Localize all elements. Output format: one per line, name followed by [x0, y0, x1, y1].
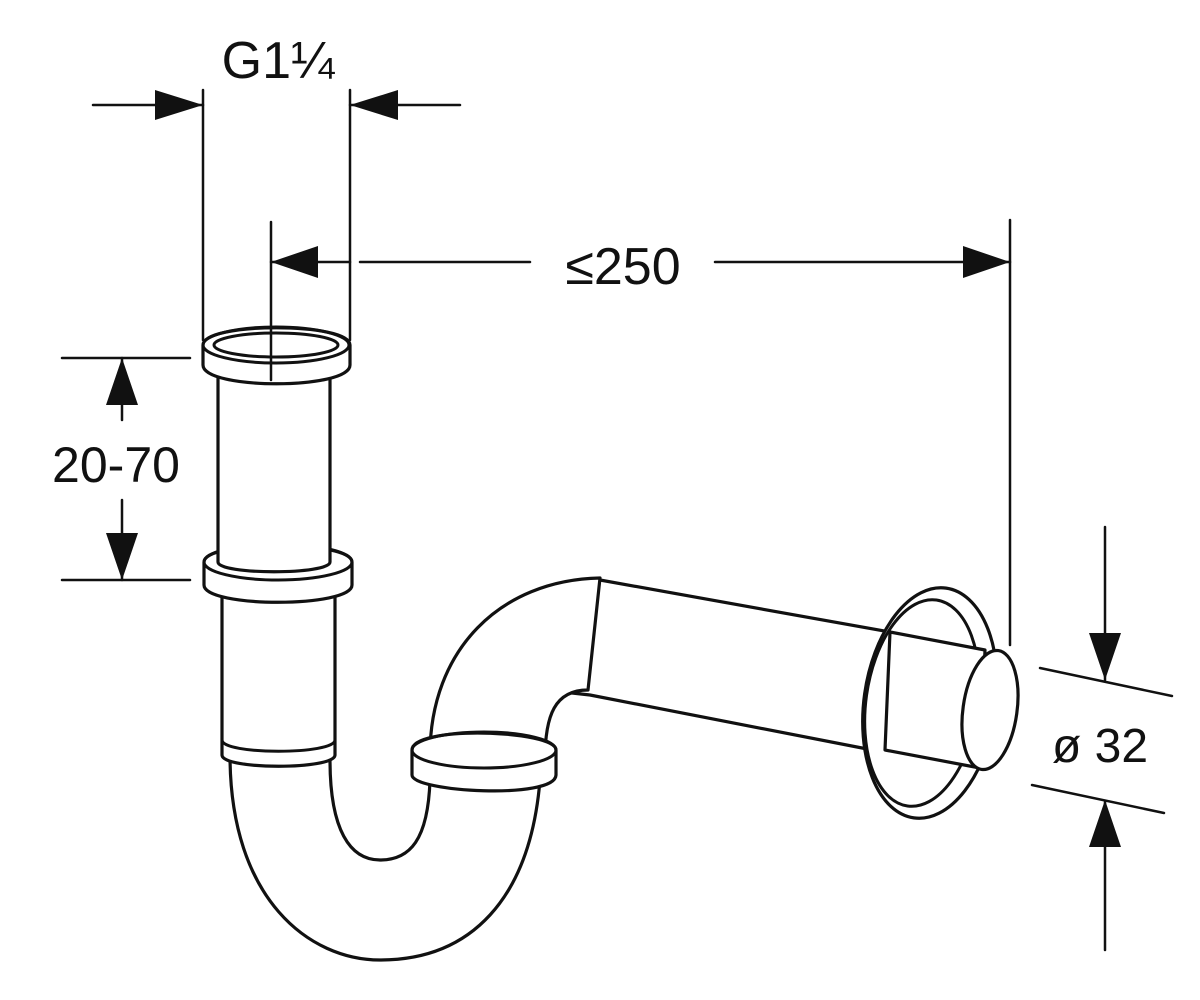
dimension-diameter: ø 32 [1030, 525, 1174, 952]
dimension-height: 20-70 [52, 356, 192, 582]
offset-label: ≤250 [565, 238, 680, 296]
arrow-left-icon [271, 246, 318, 278]
dimension-thread: G1¼ [91, 32, 462, 342]
arrow-left-icon [350, 90, 398, 120]
union-nut [410, 730, 558, 793]
arrow-right-icon [155, 90, 203, 120]
arrow-down-icon [1089, 633, 1121, 680]
outlet-pipe-end [883, 630, 1020, 772]
top-collar [201, 325, 352, 386]
arrow-down-icon [106, 533, 138, 580]
diameter-label: ø 32 [1052, 720, 1148, 773]
lower-tailpiece [220, 588, 337, 768]
arrow-up-icon [1089, 800, 1121, 847]
arrow-up-icon [106, 358, 138, 405]
height-label: 20-70 [52, 437, 180, 493]
dimension-offset: ≤250 [269, 218, 1012, 647]
thread-label: G1¼ [222, 32, 335, 90]
arrow-right-icon [963, 246, 1010, 278]
rising-bend [428, 576, 602, 762]
upper-tailpiece [216, 370, 332, 574]
trap-bend [228, 753, 542, 962]
